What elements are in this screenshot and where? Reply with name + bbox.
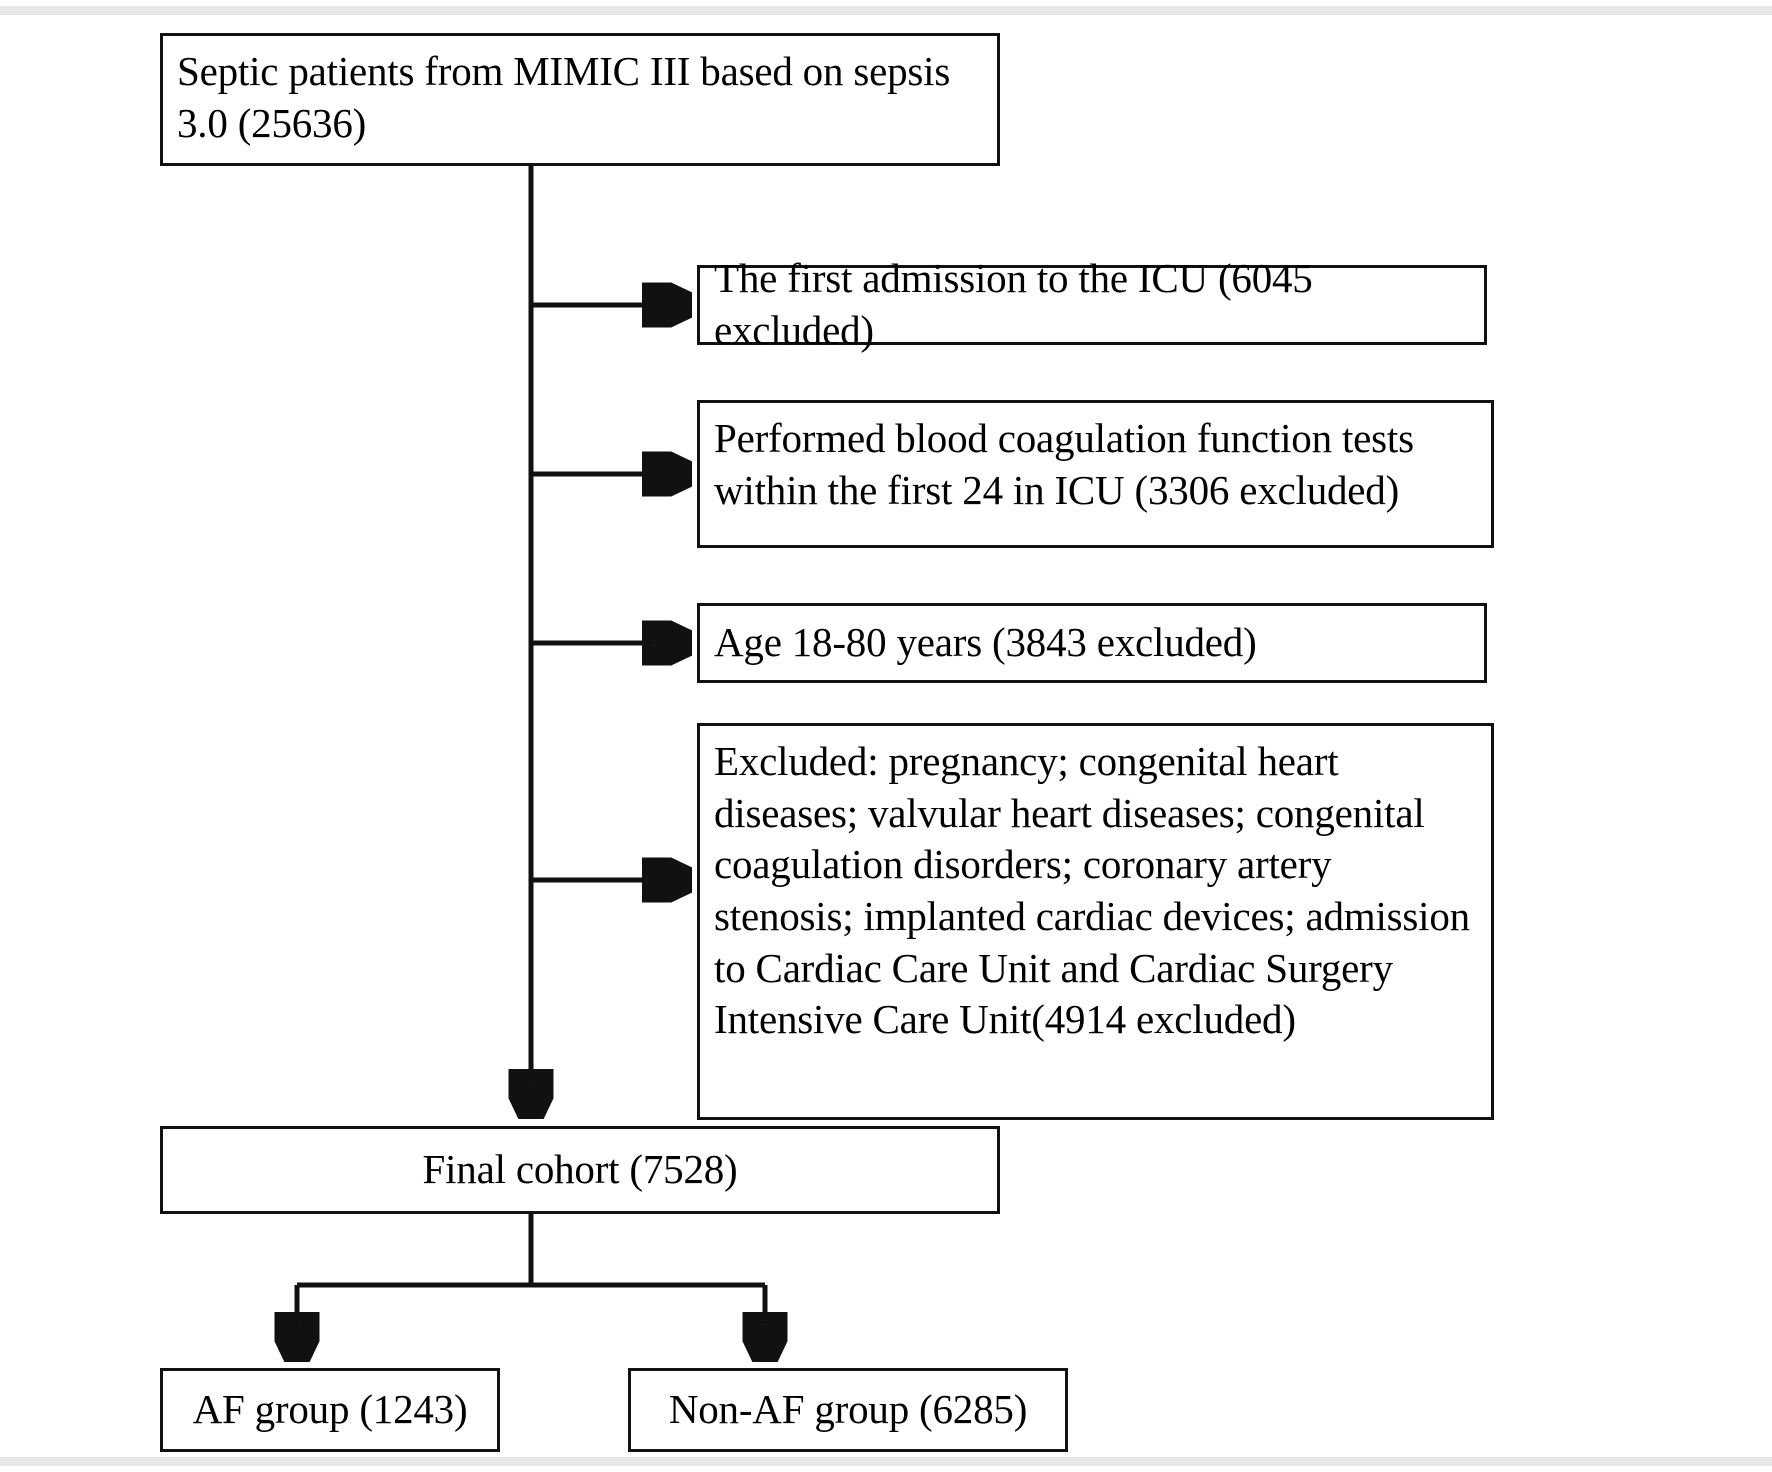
node-first-icu-admission: The first admission to the ICU (6045 exc… [697,255,1487,353]
node-exclusion-criteria: Excluded: pregnancy; congenital heart di… [697,723,1494,1120]
node-source-cohort: Septic patients from MIMIC III based on … [160,33,1000,166]
node-age-range: Age 18-80 years (3843 excluded) [697,603,1487,683]
node-non-af-group: Non-AF group (6285) [628,1368,1068,1452]
node-af-group: AF group (1243) [160,1368,500,1452]
bottom-gray-band [0,1457,1772,1466]
top-gray-band [0,6,1772,15]
node-final-cohort: Final cohort (7528) [160,1126,1000,1214]
node-coagulation-tests: Performed blood coagulation function tes… [697,400,1494,548]
